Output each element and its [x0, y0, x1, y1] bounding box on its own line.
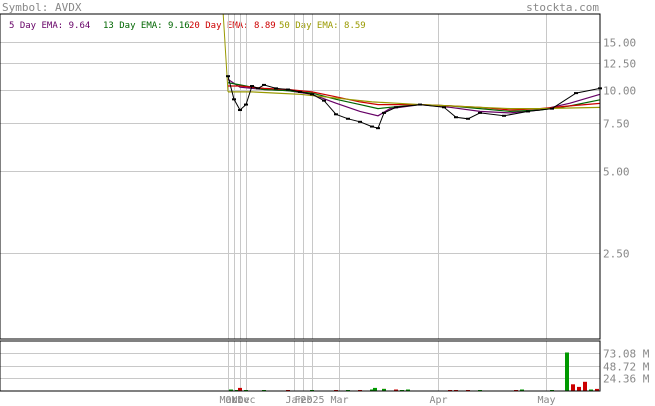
volume-bar — [373, 387, 377, 391]
legend-ema-13: 13 Day EMA: 9.16 — [103, 21, 190, 31]
volume-bar — [595, 388, 599, 391]
50-day-ema-line — [228, 91, 601, 110]
volume-bar — [589, 389, 593, 391]
volume-grid — [0, 341, 600, 391]
price-tick-label: 15.00 — [603, 37, 636, 50]
volume-tick-label: 48.72 M — [603, 361, 650, 374]
legend-ema-5: 5 Day EMA: 9.64 — [9, 21, 90, 31]
volume-bar — [229, 389, 233, 391]
price-panel-frame — [0, 13, 601, 340]
volume-panel: 73.08 M48.72 M24.36 M — [0, 340, 650, 392]
x-tick-label: Mar — [219, 395, 237, 406]
price-tick-label: 2.50 — [603, 248, 630, 261]
price-series — [222, 13, 602, 130]
x-tick-label: Dec — [237, 395, 255, 406]
volume-bar — [370, 389, 374, 391]
x-tick-label: Nov — [231, 395, 249, 406]
x-tick-label: Mar — [330, 395, 348, 406]
price-tick-label: 12.50 — [603, 58, 636, 71]
price-tick-label: 10.00 — [603, 85, 636, 98]
x-tick-label: Jan — [285, 395, 303, 406]
legend-ema-50: 50 Day EMA: 8.59 — [279, 21, 366, 31]
x-tick-label: Feb — [294, 395, 312, 406]
x-tick-label: Apr — [429, 395, 447, 406]
volume-bar — [382, 388, 386, 391]
13-day-ema-line — [227, 82, 601, 113]
volume-bar — [394, 389, 398, 391]
volume-bar — [583, 381, 587, 391]
brand-label: stockta.com — [526, 1, 599, 14]
volume-tick-label: 73.08 M — [603, 348, 650, 361]
ema-50-entry-line — [222, 13, 229, 92]
volume-tick-label: 24.36 M — [603, 373, 650, 386]
symbol-label: Symbol: AVDX — [2, 1, 82, 14]
volume-bar — [577, 386, 581, 391]
volume-axis-ticks: 73.08 M48.72 M24.36 M — [603, 348, 650, 386]
price-tick-label: 5.00 — [603, 166, 630, 179]
volume-bar — [520, 389, 524, 391]
volume-bar — [238, 387, 242, 391]
price-panel: 15.00 12.50 10.00 7.50 5.00 2.50 — [0, 13, 636, 340]
volume-bar — [406, 389, 410, 391]
legend-ema-20: 20 Day EMA: 8.89 — [189, 21, 276, 31]
x-tick-label: Oct — [225, 395, 243, 406]
price-tick-label: 7.50 — [603, 118, 630, 131]
price-axis-ticks: 15.00 12.50 10.00 7.50 5.00 2.50 — [603, 37, 636, 261]
x-tick-label: 2025 — [300, 395, 324, 406]
x-tick-label: May — [537, 395, 555, 406]
volume-panel-frame — [0, 340, 601, 392]
volume-bar — [571, 384, 575, 391]
volume-bar — [565, 352, 569, 391]
